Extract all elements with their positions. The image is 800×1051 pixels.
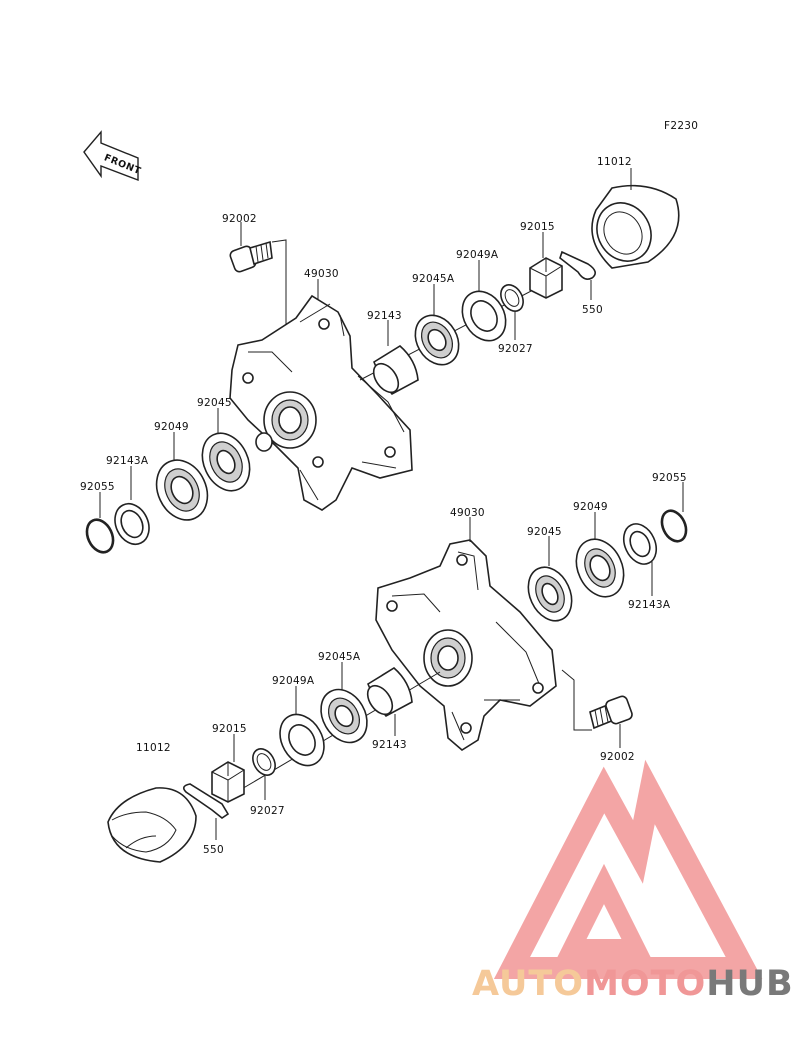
part-92015-bottom [211, 761, 245, 803]
label-92143-top: 92143 [367, 310, 402, 322]
bottom-assembly: 92055 92143A 92049 92045 [107, 472, 688, 863]
label-92045A-top: 92045A [412, 273, 455, 285]
part-92045-top [201, 432, 251, 492]
label-11012-bottom: 11012 [136, 742, 171, 754]
label-11012-top: 11012 [597, 156, 632, 168]
part-550-top [559, 250, 596, 280]
label-92015-top: 92015 [520, 221, 555, 233]
label-92045A-bottom: 92045A [318, 651, 361, 663]
automotohub-logo-icon [493, 759, 763, 979]
part-92049A-top [461, 290, 507, 342]
part-92049-bottom [575, 538, 625, 598]
part-92143A-bottom [622, 523, 658, 565]
part-92143-bottom [366, 667, 413, 718]
part-11012-bottom [107, 787, 197, 863]
watermark-moto: MOTO [584, 964, 706, 1004]
label-92055-bottom: 92055 [652, 472, 687, 484]
top-assembly: 11012 92002 49030 [80, 156, 680, 554]
watermark: AUTOMOTOHUB [472, 759, 794, 1004]
label-92002-bottom: 92002 [600, 751, 635, 763]
part-92015-top [529, 257, 563, 299]
label-92049-top: 92049 [154, 421, 189, 433]
part-92027-bottom [252, 748, 276, 776]
label-92049-bottom: 92049 [573, 501, 608, 513]
label-92143-bottom: 92143 [372, 739, 407, 751]
part-92045A-bottom [320, 688, 368, 744]
label-92143A-top: 92143A [106, 455, 149, 467]
part-92143A-top [114, 503, 150, 545]
diagram-code: F2230 [664, 120, 698, 132]
label-92015-bottom: 92015 [212, 723, 247, 735]
watermark-hub: HUB [706, 964, 793, 1004]
label-92027-top: 92027 [498, 343, 533, 355]
label-92002-top: 92002 [222, 213, 257, 225]
part-92045-bottom [527, 566, 573, 622]
part-92002-top [229, 240, 273, 273]
part-92143-top [372, 345, 419, 396]
part-92055-bottom [660, 509, 688, 543]
part-92049-top [155, 459, 209, 521]
part-49030-bottom [375, 539, 557, 751]
label-92143A-bottom: 92143A [628, 599, 671, 611]
part-92045A-top [414, 314, 460, 366]
part-550-bottom [182, 783, 230, 819]
part-92055-top [85, 518, 115, 554]
watermark-auto: AUTO [472, 964, 584, 1004]
part-92002-bottom [589, 695, 633, 730]
label-92049A-bottom: 92049A [272, 675, 315, 687]
label-550-bottom: 550 [203, 844, 224, 856]
label-49030-top: 49030 [304, 268, 339, 280]
label-49030-bottom: 49030 [450, 507, 485, 519]
label-92027-bottom: 92027 [250, 805, 285, 817]
label-92049A-top: 92049A [456, 249, 499, 261]
label-92045-bottom: 92045 [527, 526, 562, 538]
front-arrow-icon: FRONT [83, 130, 142, 182]
label-550-top: 550 [582, 304, 603, 316]
label-92055-top: 92055 [80, 481, 115, 493]
label-92045-top: 92045 [197, 397, 232, 409]
part-92027-top [500, 284, 524, 312]
part-92049A-bottom [279, 713, 325, 767]
part-49030-top [229, 294, 413, 511]
watermark-text: AUTOMOTOHUB [472, 964, 794, 1004]
part-11012-top [591, 184, 680, 269]
